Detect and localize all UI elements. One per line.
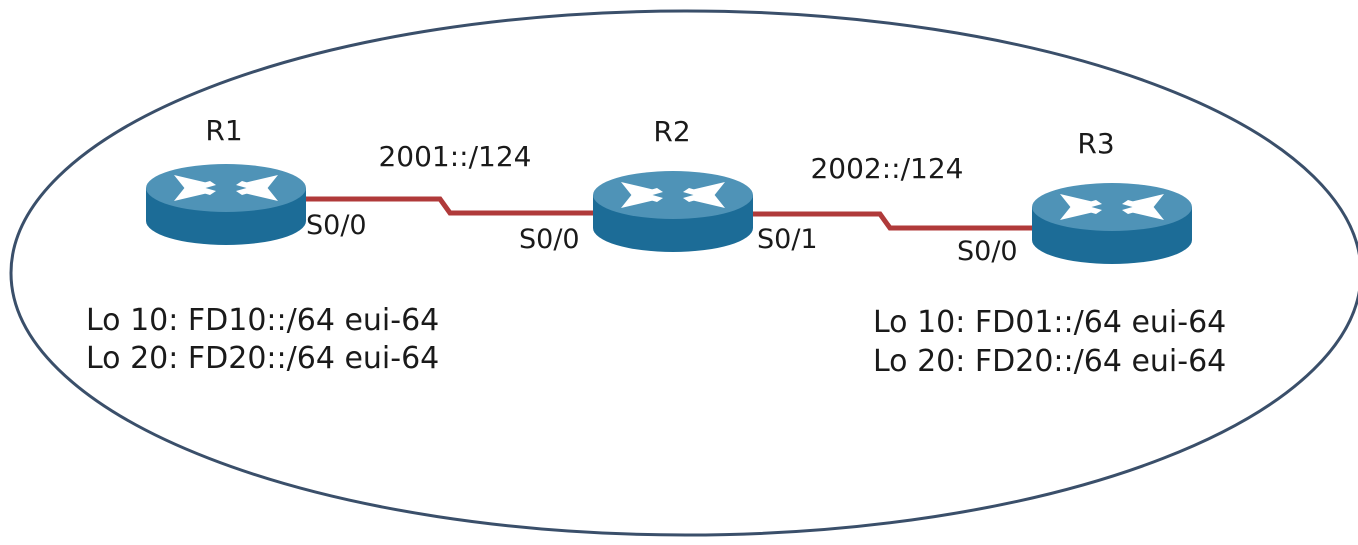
interface-label-r2-s0-0: S0/0 [519,224,580,255]
router-r1-label: R1 [205,114,242,147]
domain-boundary-ellipse [9,9,1358,537]
router-r2-label: R2 [653,115,690,148]
router-r3-icon [1032,183,1192,264]
router-r1-icon [146,164,306,245]
r1-loopback-lo20: Lo 20: FD20::/64 eui-64 [86,341,439,376]
interface-label-r3-s0-0: S0/0 [957,236,1018,267]
r3-loopback-lo10: Lo 10: FD01::/64 eui-64 [873,305,1226,340]
r3-loopback-lo20: Lo 20: FD20::/64 eui-64 [873,344,1226,379]
router-r3-label: R3 [1077,127,1114,160]
interface-label-r2-s0-1: S0/1 [757,224,818,255]
subnet-label-r2-r3: 2002::/124 [810,152,963,185]
serial-link-r2-r3 [750,211,1035,231]
subnet-label-r1-r2: 2001::/124 [378,140,531,173]
interface-label-r1-s0-0: S0/0 [306,210,367,241]
router-r2-icon [593,171,753,252]
serial-link-r1-r2 [300,196,600,216]
r1-loopback-lo10: Lo 10: FD10::/64 eui-64 [86,303,439,338]
